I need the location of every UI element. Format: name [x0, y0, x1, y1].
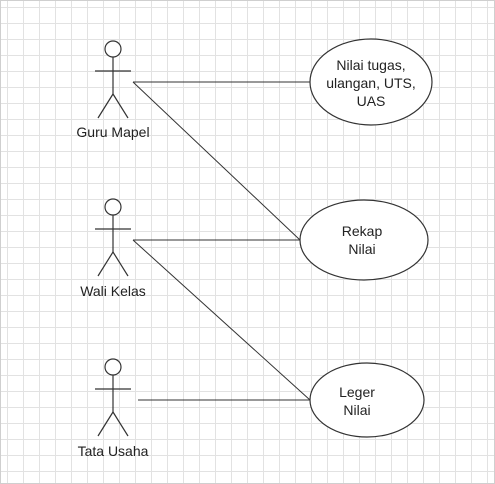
actor-leg-right	[112, 251, 129, 277]
actor-label-wali-kelas: Wali Kelas	[80, 283, 146, 299]
actor-head-icon	[104, 358, 122, 376]
actor-label-tata-usaha: Tata Usaha	[77, 443, 149, 459]
actor-guru-mapel[interactable]	[95, 40, 131, 119]
actor-wali-kelas[interactable]	[95, 198, 131, 277]
use-case-label-leger: Leger Nilai	[339, 384, 375, 418]
actor-leg-left	[97, 251, 114, 277]
actor-leg-left	[97, 411, 114, 437]
use-case-label-nilai: Nilai tugas, ulangan, UTS, UAS	[326, 57, 416, 109]
association-guru-mapel-rekap	[132, 81, 301, 241]
association-wali-kelas-leger	[132, 239, 311, 401]
actor-tata-usaha[interactable]	[95, 358, 131, 437]
actor-leg-left	[97, 93, 114, 119]
use-case-rekap[interactable]	[299, 199, 429, 281]
actor-head-icon	[104, 40, 122, 58]
use-case-leger[interactable]	[309, 362, 425, 438]
actor-leg-right	[112, 411, 129, 437]
use-case-label-rekap: Rekap Nilai	[341, 223, 383, 257]
use-case-nilai[interactable]	[309, 38, 433, 126]
actor-head-icon	[104, 198, 122, 216]
actor-leg-right	[112, 93, 129, 119]
actor-label-guru-mapel: Guru Mapel	[76, 124, 150, 140]
